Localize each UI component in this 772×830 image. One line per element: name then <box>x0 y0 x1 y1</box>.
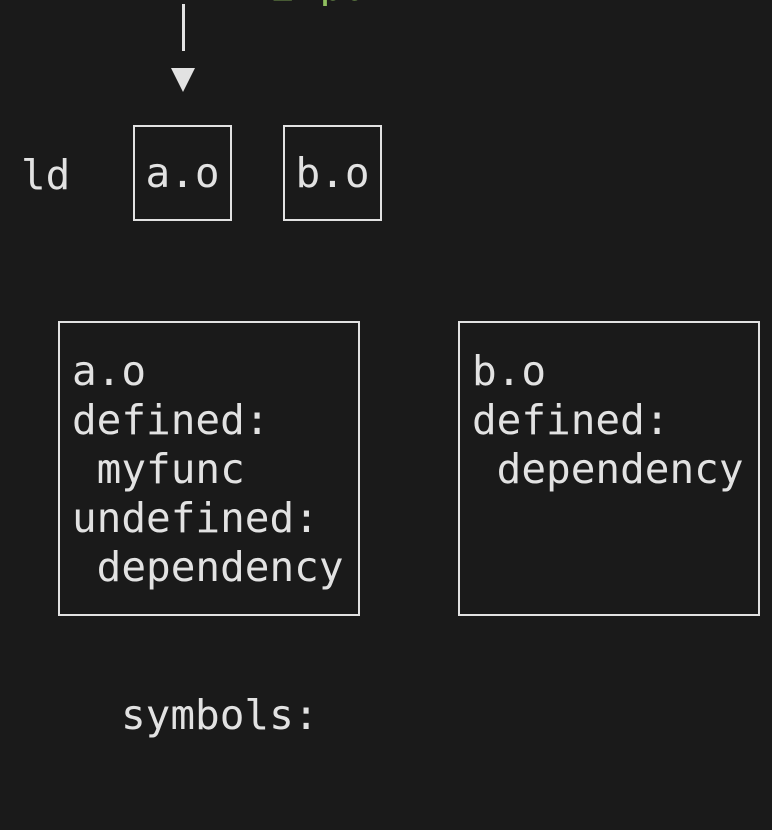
input-file-label: a.o <box>145 148 220 197</box>
symbols-label: symbols: <box>121 691 319 739</box>
object-name: a.o <box>72 347 147 395</box>
undefined-symbol: dependency <box>72 543 344 591</box>
object-name: b.o <box>472 347 547 395</box>
down-arrow-icon <box>171 68 195 92</box>
defined-heading: defined: <box>472 396 670 444</box>
undefined-heading: undefined: <box>72 494 319 542</box>
object-symbol-box-a: a.o defined: myfunc undefined: dependenc… <box>58 321 360 616</box>
defined-heading: defined: <box>72 396 270 444</box>
defined-symbol: myfunc <box>72 445 245 493</box>
input-file-box-b: b.o <box>283 125 382 221</box>
input-file-box-a: a.o <box>133 125 232 221</box>
object-symbol-box-b: b.o defined: dependency <box>458 321 760 616</box>
defined-symbol: dependency <box>472 445 744 493</box>
down-arrow-shaft <box>182 4 185 51</box>
input-file-label: b.o <box>295 148 370 197</box>
top-cutoff-text: input <box>270 0 470 6</box>
linker-label: ld <box>21 151 71 199</box>
